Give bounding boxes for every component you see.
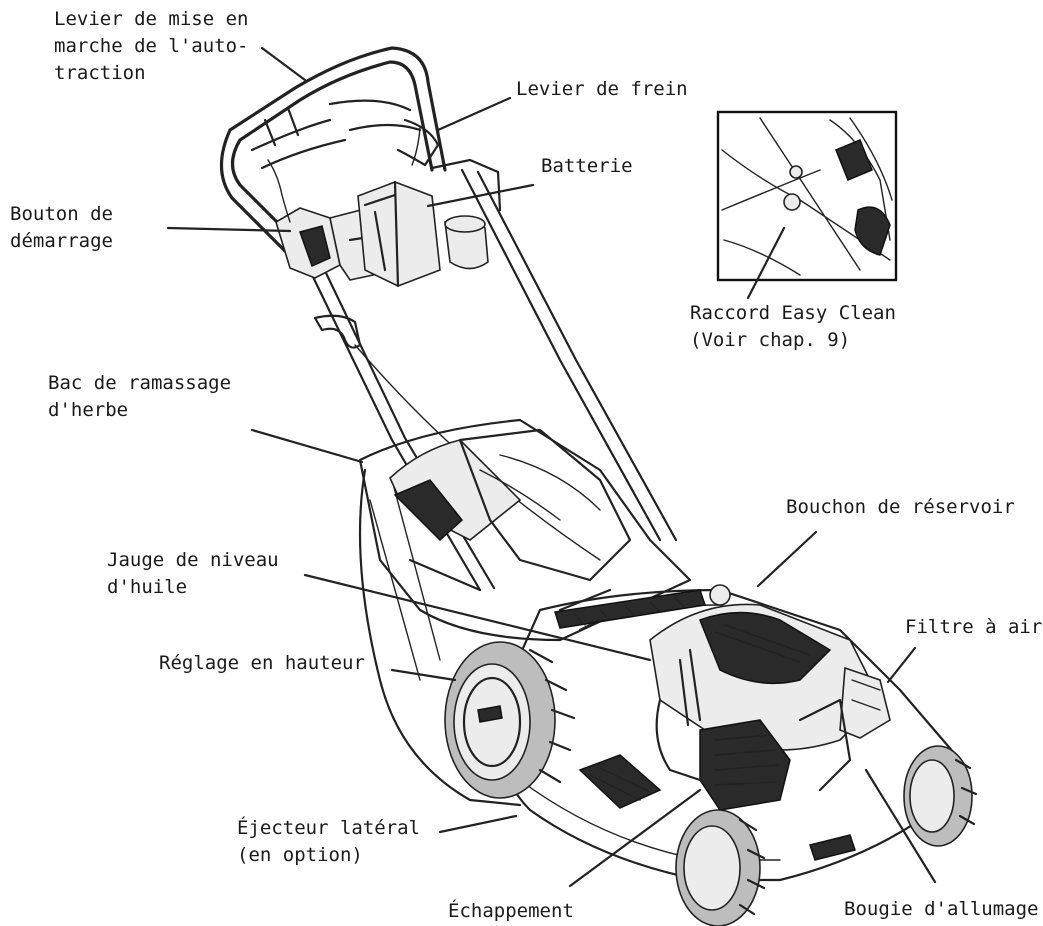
label-line: (en option) <box>237 844 363 866</box>
label-line: Levier de mise en <box>54 8 249 30</box>
label-line: (Voir chap. 9) <box>690 329 851 351</box>
label-line: Batterie <box>541 155 633 177</box>
leader-height-adjust <box>390 668 457 682</box>
label-battery: Batterie <box>541 153 633 180</box>
leader-fuel-cap <box>756 530 818 588</box>
leader-brake <box>436 96 512 132</box>
label-side-ejector: Éjecteur latéral (en option) <box>237 815 420 869</box>
rear-wheel <box>444 641 576 799</box>
easy-clean-inset <box>716 110 898 282</box>
leader-air-filter <box>886 646 917 684</box>
handle <box>219 46 678 592</box>
label-line: Raccord Easy Clean <box>690 302 896 324</box>
leader-lines <box>166 46 937 888</box>
label-height-adjust: Réglage en hauteur <box>159 650 365 677</box>
label-line: Bougie d'allumage <box>844 898 1039 920</box>
leader-battery <box>426 183 535 208</box>
label-line: démarrage <box>10 230 113 252</box>
label-self-drive-lever: Levier de mise en marche de l'auto- trac… <box>54 6 248 87</box>
label-easy-clean: Raccord Easy Clean (Voir chap. 9) <box>690 300 896 354</box>
mower-deck <box>496 588 962 882</box>
battery-unit <box>357 158 502 288</box>
label-exhaust: Échappement <box>448 898 574 925</box>
label-line: marche de l'auto- <box>54 35 249 57</box>
label-line: Levier de frein <box>516 78 688 100</box>
label-start-button: Bouton de démarrage <box>10 201 113 255</box>
label-line: traction <box>54 62 146 84</box>
label-air-filter: Filtre à air <box>905 614 1042 641</box>
leader-spark-plug <box>864 768 937 884</box>
label-grass-bag: Bac de ramassage d'herbe <box>48 370 231 424</box>
label-line: Bouchon de réservoir <box>786 496 1015 518</box>
label-line: d'huile <box>107 576 188 598</box>
grass-bag <box>358 418 692 807</box>
engine <box>649 584 891 811</box>
leader-exhaust <box>568 788 702 888</box>
label-line: Réglage en hauteur <box>159 652 365 674</box>
leader-oil-dipstick <box>303 573 652 662</box>
front-wheel-right <box>903 745 978 847</box>
leader-self-drive <box>260 46 307 82</box>
label-line: Filtre à air <box>905 616 1043 638</box>
leader-start-button <box>166 226 292 233</box>
leader-easy-clean <box>746 226 786 300</box>
label-fuel-cap: Bouchon de réservoir <box>786 494 1015 521</box>
label-line: Échappement <box>448 900 574 922</box>
leader-grass-bag <box>250 428 364 464</box>
label-line: Bouton de <box>10 203 113 225</box>
label-oil-dipstick: Jauge de niveau d'huile <box>107 547 279 601</box>
label-spark-plug: Bougie d'allumage <box>844 896 1038 923</box>
front-wheel-left <box>675 809 766 926</box>
label-line: Bac de ramassage <box>48 372 232 394</box>
label-line: d'herbe <box>48 399 129 421</box>
label-line: Éjecteur latéral <box>237 817 421 839</box>
leader-side-ejector <box>438 814 518 834</box>
label-brake-lever: Levier de frein <box>516 76 688 103</box>
label-line: Jauge de niveau <box>107 549 279 571</box>
